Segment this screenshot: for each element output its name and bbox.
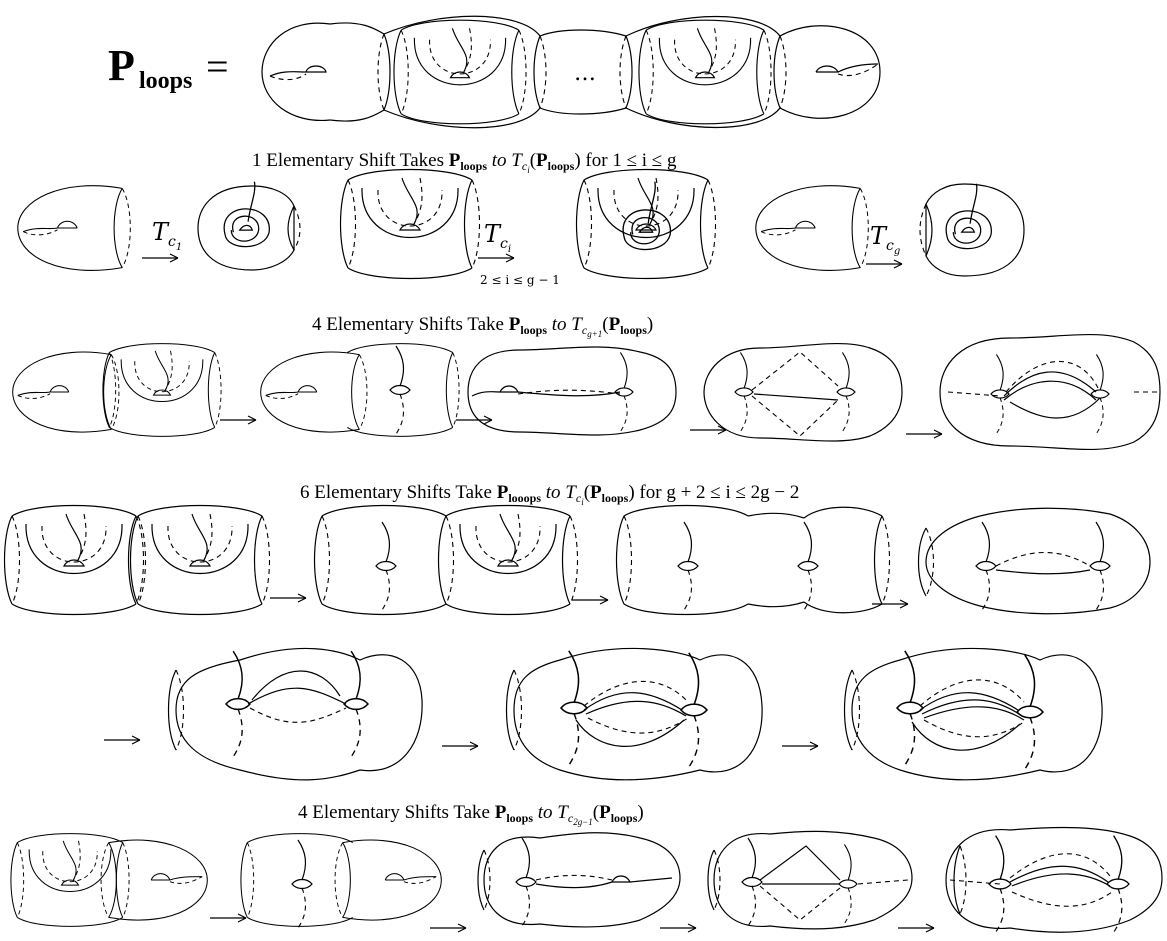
p-loops-surface: … <box>261 15 881 129</box>
header-equation: P loops = <box>108 41 229 94</box>
section-4-diagrams <box>10 826 1163 934</box>
section-1-title: 1 Elementary Shift Takes Ploops to Tci(P… <box>252 150 677 175</box>
section-2-diagrams <box>12 333 1161 451</box>
section-3-diagrams <box>3 504 1151 781</box>
equals-sign: = <box>206 44 229 89</box>
section-2-title: 4 Elementary Shifts Take Ploops to Tcg+1… <box>312 314 653 339</box>
p-loops-subscript: loops <box>139 68 192 94</box>
section-4-title: 4 Elementary Shifts Take Ploops to Tc2g−… <box>298 802 644 827</box>
twist-label-cg: Tcg <box>870 222 900 257</box>
twist-label-c1: Tc1 <box>152 218 182 253</box>
twist-label-ci: Tci <box>484 220 511 255</box>
section-3-title: 6 Elementary Shifts Take Plooops to Tci(… <box>300 482 799 507</box>
twist-range-label: 2 ≤ i ≤ g − 1 <box>480 273 560 287</box>
section-1-diagrams: Tc1 Tci 2 ≤ i ≤ g − 1 Tcg <box>17 168 1025 287</box>
p-loops-symbol: P <box>108 41 135 90</box>
middle-ellipsis: … <box>574 61 596 86</box>
